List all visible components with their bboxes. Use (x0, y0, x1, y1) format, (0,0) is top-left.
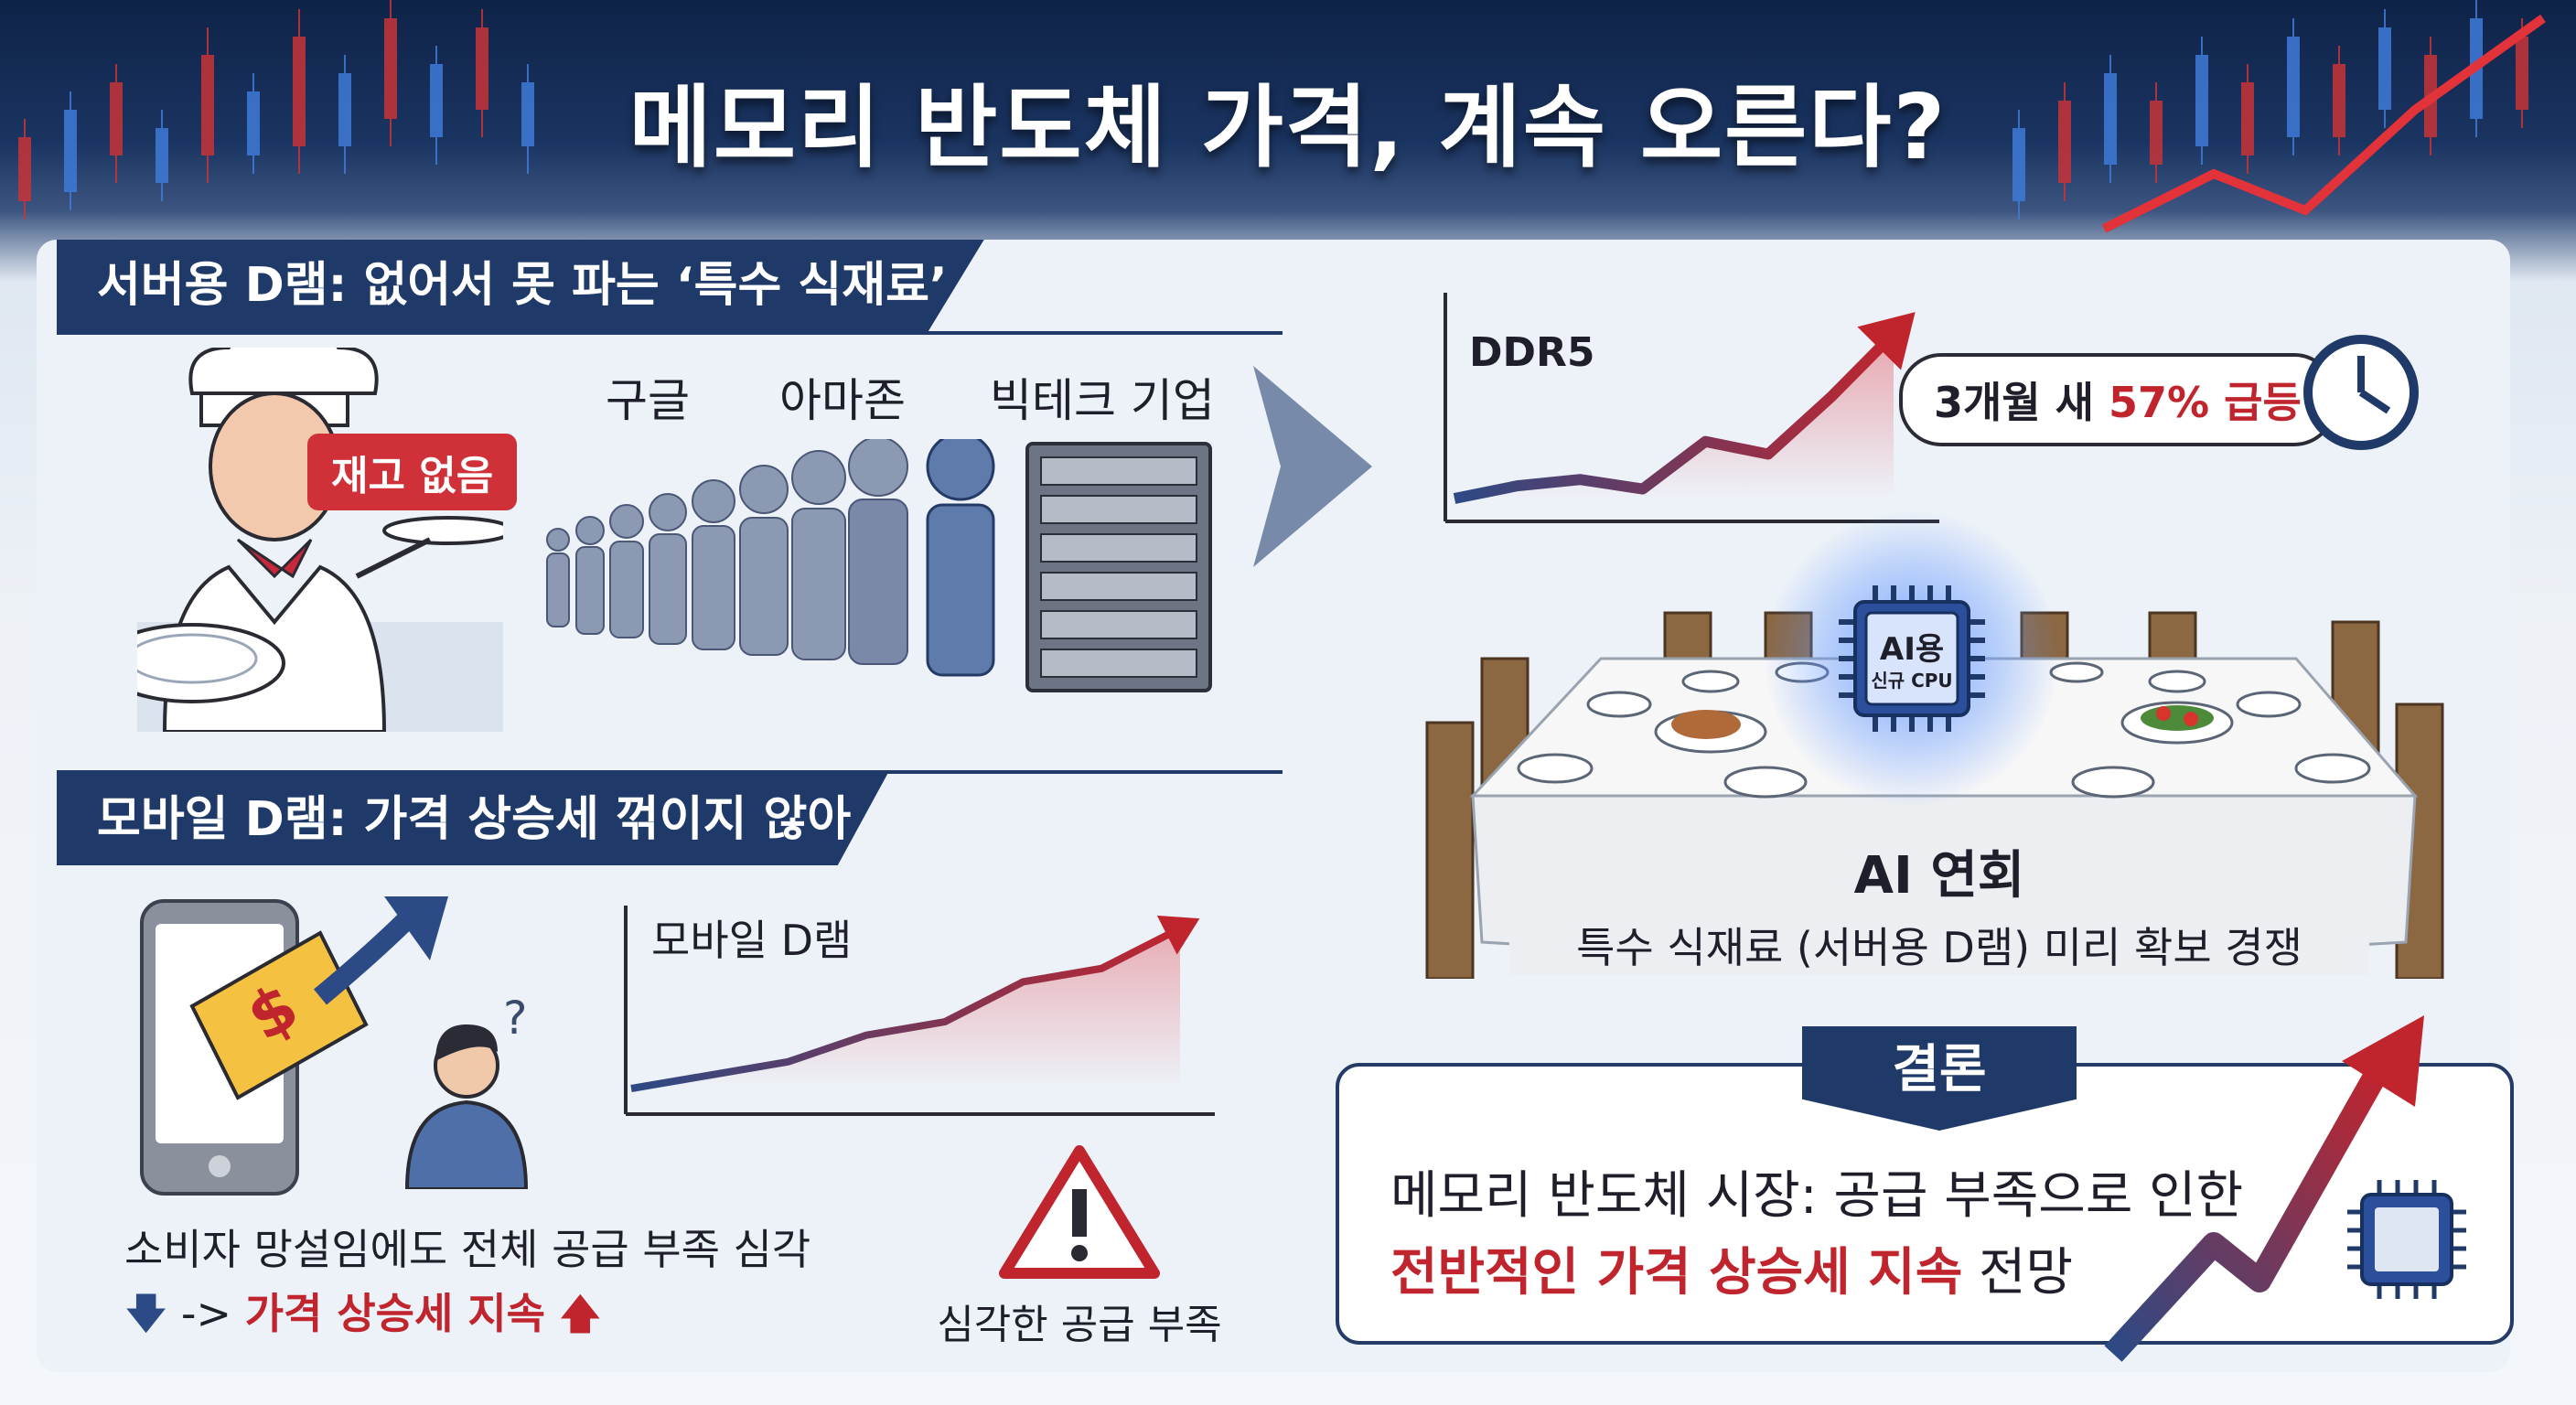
svg-text:?: ? (503, 992, 528, 1045)
server-rack-icon (1025, 442, 1212, 692)
ddr5-area (1454, 334, 1894, 499)
ddr5-arrowhead (1857, 312, 1916, 370)
page-title: 메모리 반도체 가격, 계속 오른다? (628, 76, 1948, 180)
mobile-caption: 소비자 망설임에도 전체 공급 부족 심각 (124, 1225, 811, 1274)
mobile-arrowhead (1156, 915, 1200, 955)
ddr5-chart (1444, 293, 1939, 523)
mobile-series-line (630, 925, 1182, 1092)
thinking-person-icon: ? (404, 992, 529, 1189)
mobile-dram-banner: 모바일 D램: 가격 상승세 꺾이지 않아 (57, 774, 888, 865)
buyer-label-bigtech: 빅테크 기업 (990, 374, 1215, 427)
buyers-queue-illustration (546, 439, 995, 677)
conclusion-highlight: 전반적인 가격 상승세 지속 (1390, 1243, 1963, 1303)
server-dram-banner: 서버용 D램: 없어서 못 파는 ‘특수 식재료’ (57, 240, 984, 331)
down-arrow-icon: 🡇 (124, 1289, 168, 1338)
trend-text: 가격 상승세 지속 (244, 1289, 545, 1338)
server-banner-rule (57, 331, 1283, 335)
ddr5-series-line (1453, 329, 1898, 504)
smartphone-price-tag-illustration: $ (140, 896, 448, 1196)
cpu-chip-icon (1839, 585, 1985, 732)
conclusion-line2-rest: 전망 (1962, 1243, 2074, 1303)
buyer-label-google: 구글 (606, 374, 690, 427)
candlestick-background (18, 0, 2546, 233)
trend-arrow-text: -> (180, 1289, 232, 1338)
feast-title: AI 연회 (1853, 846, 2025, 906)
conclusion-line2: 전반적인 가격 상승세 지속 전망 (1390, 1231, 2073, 1305)
flow-arrow (1253, 366, 1372, 567)
mobile-axis-label: 모바일 D램 (651, 916, 853, 965)
warning-icon (999, 1145, 1160, 1279)
memory-chip-icon (2347, 1180, 2466, 1299)
warning-caption: 심각한 공급 부족 (937, 1302, 1222, 1348)
buyer-label-amazon: 아마존 (779, 374, 906, 427)
clock-icon (2303, 335, 2419, 450)
mobile-area (631, 928, 1180, 1089)
mobile-trend-line: 🡇 -> 가격 상승세 지속 🡅 (124, 1281, 602, 1355)
conclusion-up-arrow (2104, 1015, 2424, 1362)
mobile-dram-chart (624, 906, 1215, 1116)
ddr5-axis-label: DDR5 (1469, 329, 1595, 376)
conclusion-line1: 메모리 반도체 시장: 공급 부족으로 인한 (1390, 1166, 2244, 1226)
ddr5-callout-prefix: 3개월 새 (1934, 378, 2109, 427)
cpu-label-line2: 신규 CPU (1871, 670, 1953, 692)
ddr5-surge-callout: 3개월 새 57% 급등 (1899, 353, 2336, 446)
feast-caption: 특수 식재료 (서버용 D램) 미리 확보 경쟁 (1509, 915, 2369, 975)
ddr5-callout-highlight: 57% 급등 (2109, 378, 2302, 427)
up-arrow-icon: 🡅 (558, 1289, 602, 1338)
mobile-banner-rule (57, 770, 1283, 774)
cpu-label-line1: AI용 (1879, 631, 1945, 668)
chef-illustration (137, 348, 503, 732)
no-stock-bubble: 재고 없음 (307, 434, 518, 510)
